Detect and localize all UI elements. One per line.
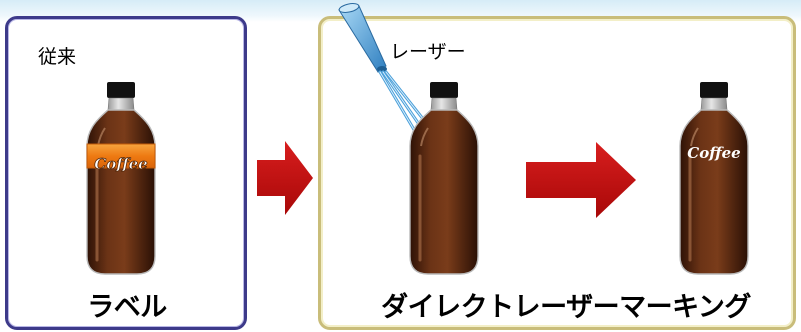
laser-nozzle-icon <box>338 2 387 72</box>
after-method-label: ダイレクトレーザーマーキング <box>381 285 751 324</box>
bottle-being-marked <box>410 82 478 274</box>
marked-bottle-text: Coffee <box>687 144 740 162</box>
label-band-text: Coffee <box>94 155 147 173</box>
laser-label: レーザー <box>390 37 466 64</box>
right-arrow-icon <box>257 141 313 215</box>
before-method-label: ラベル <box>87 285 167 324</box>
bottle-with-label <box>87 82 155 274</box>
before-caption: 従来 <box>38 42 76 69</box>
bottle-marked <box>680 82 748 274</box>
process-arrow-icon <box>526 142 636 218</box>
